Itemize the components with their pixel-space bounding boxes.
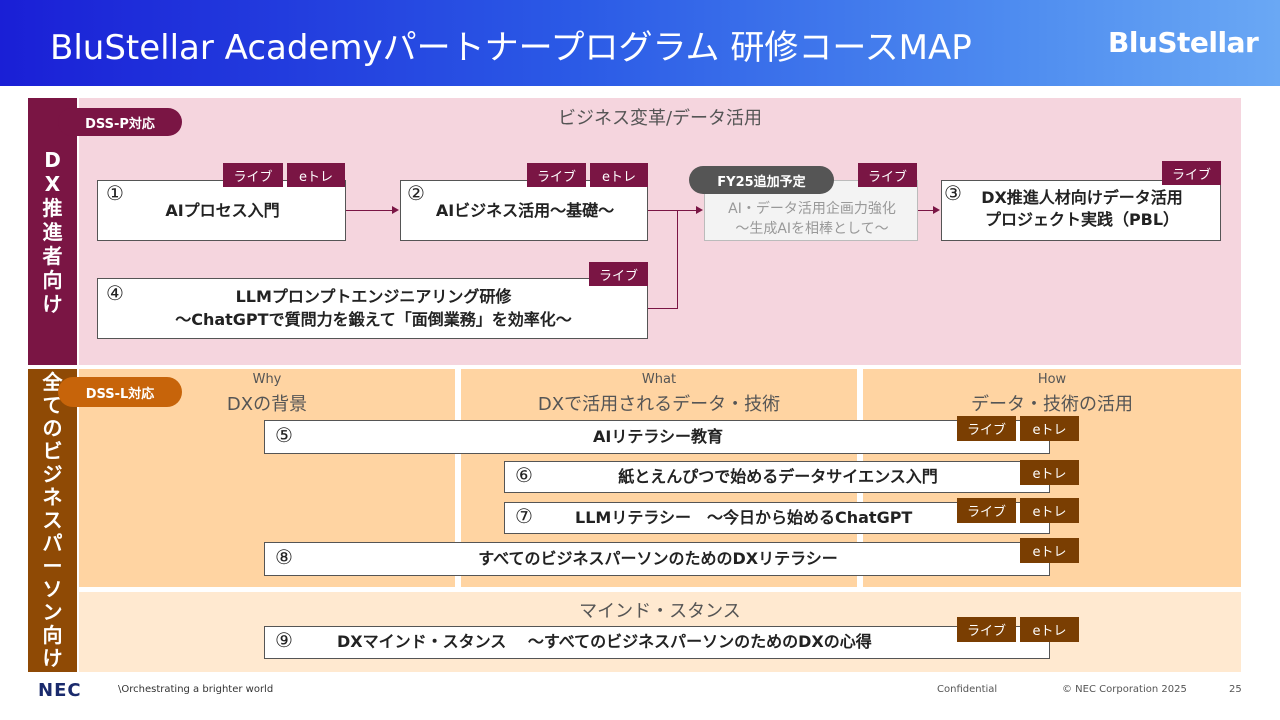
- course-title: AIビジネス活用～基礎～: [435, 201, 615, 220]
- course-title: DXマインド・スタンス ～すべてのビジネスパーソンのためのDXの心得: [337, 632, 872, 651]
- sidebar-char: ソ: [42, 577, 63, 601]
- connector-planned-3: [918, 210, 934, 211]
- course-title: LLMリテラシー ～今日から始めるChatGPT: [575, 508, 913, 527]
- sidebar-char: X: [44, 171, 61, 196]
- sidebar-char: ー: [42, 554, 63, 578]
- live-tag: ライブ: [957, 498, 1016, 523]
- course-1-box[interactable]: ① AIプロセス入門: [97, 180, 346, 241]
- section-title-business: ビジネス変革/データ活用: [557, 108, 763, 129]
- etraining-tag: eトレ: [287, 163, 345, 187]
- section-sub-why: Why: [252, 372, 282, 387]
- arrow-head: [696, 206, 703, 214]
- course-number: ⑥: [515, 463, 533, 487]
- fy25-badge: FY25追加予定: [689, 166, 834, 194]
- sidebar-char: D: [44, 147, 61, 172]
- course-4-box[interactable]: ④ LLMプロンプトエンジニアリング研修 ～ChatGPTで質問力を鍛えて「面倒…: [97, 278, 648, 339]
- nec-logo: NEC: [38, 680, 82, 701]
- live-tag: ライブ: [858, 163, 917, 187]
- live-tag: ライブ: [957, 416, 1016, 441]
- footer-tagline: \Orchestrating a brighter world: [118, 684, 274, 695]
- live-tag: ライブ: [223, 163, 283, 187]
- etraining-tag: eトレ: [1020, 460, 1079, 485]
- section-title-how: データ・技術の活用: [971, 394, 1133, 415]
- course-number: ④: [106, 281, 124, 305]
- dss-p-badge: DSS-P対応: [58, 108, 182, 136]
- course-title: すべてのビジネスパーソンのためのDXリテラシー: [478, 549, 838, 568]
- course-5-box[interactable]: ⑤ AIリテラシー教育: [264, 420, 1050, 454]
- connector-1-2: [346, 210, 392, 211]
- course-9-box[interactable]: ⑨ DXマインド・スタンス ～すべてのビジネスパーソンのためのDXの心得: [264, 626, 1050, 659]
- course-number: ⑦: [515, 504, 533, 528]
- course-title-line2: ～ChatGPTで質問力を鍛えて「面倒業務」を効率化～: [175, 310, 572, 329]
- section-sub-how: How: [1037, 372, 1067, 387]
- sidebar-char: て: [42, 393, 63, 417]
- page-title: BluStellar Academyパートナープログラム 研修コースMAP: [50, 28, 972, 68]
- course-3-box[interactable]: ③ DX推進人材向けデータ活用 プロジェクト実践（PBL）: [941, 180, 1221, 241]
- planned-course-line1: AI・データ活用企画力強化: [728, 201, 896, 217]
- course-title: AIプロセス入門: [165, 201, 280, 220]
- arrow-head: [933, 206, 940, 214]
- course-number: ③: [944, 181, 962, 205]
- etraining-tag: eトレ: [1020, 416, 1079, 441]
- course-2-box[interactable]: ② AIビジネス活用～基礎～: [400, 180, 648, 241]
- section-title-what: DXで活用されるデータ・技術: [537, 394, 781, 415]
- etraining-tag: eトレ: [590, 163, 648, 187]
- header-bar: [0, 0, 1280, 86]
- page-number: 25: [1229, 684, 1242, 695]
- course-title: 紙とえんぴつで始めるデータサイエンス入門: [618, 467, 938, 486]
- sidebar-char: パ: [42, 531, 63, 555]
- section-title-why: DXの背景: [226, 394, 308, 415]
- sidebar-char: け: [42, 291, 63, 316]
- live-tag: ライブ: [527, 163, 586, 187]
- planned-course-line2: ～生成AIを相棒として～: [735, 221, 889, 237]
- live-tag: ライブ: [1162, 161, 1221, 185]
- sidebar-char: け: [42, 646, 63, 670]
- course-title-line1: DX推進人材向けデータ活用: [981, 188, 1183, 207]
- course-8-box[interactable]: ⑧ すべてのビジネスパーソンのためのDXリテラシー: [264, 542, 1050, 576]
- course-number: ②: [407, 181, 425, 205]
- sidebar-char: ビ: [42, 439, 63, 463]
- sidebar-char: ン: [42, 600, 63, 624]
- course-title-line1: LLMプロンプトエンジニアリング研修: [235, 287, 512, 306]
- sidebar-char: 進: [42, 219, 63, 244]
- sidebar-char: 向: [42, 623, 63, 647]
- sidebar-char: の: [42, 416, 63, 440]
- copyright-label: © NEC Corporation 2025: [1062, 684, 1187, 695]
- sidebar-char: 向: [42, 267, 63, 292]
- course-number: ①: [106, 181, 124, 205]
- course-6-box[interactable]: ⑥ 紙とえんぴつで始めるデータサイエンス入門: [504, 461, 1050, 493]
- etraining-tag: eトレ: [1020, 498, 1079, 523]
- arrow-head: [392, 206, 399, 214]
- dss-l-badge: DSS-L対応: [58, 377, 182, 407]
- course-number: ⑧: [275, 545, 293, 569]
- section-sub-what: What: [641, 372, 677, 387]
- sidebar-dx-promoters: D X 推 進 者 向 け: [28, 98, 77, 365]
- etraining-tag: eトレ: [1020, 617, 1079, 642]
- sidebar-char: ネ: [42, 485, 63, 509]
- live-tag: ライブ: [957, 617, 1016, 642]
- course-number: ⑤: [275, 423, 293, 447]
- sidebar-char: 推: [42, 195, 63, 220]
- brand-logo: BluStellar: [1108, 26, 1259, 59]
- course-number: ⑨: [275, 628, 293, 652]
- connector-2-planned: [648, 210, 696, 211]
- confidential-label: Confidential: [937, 684, 998, 695]
- etraining-tag: eトレ: [1020, 538, 1079, 563]
- section-title-mind: マインド・スタンス: [579, 601, 741, 622]
- sidebar-char: ジ: [42, 462, 63, 486]
- sidebar-all-business-persons: 全 て の ビ ジ ネ ス パ ー ソ ン 向 け: [28, 369, 77, 672]
- connector-4-horizontal: [648, 308, 678, 309]
- sidebar-char: ス: [42, 508, 63, 532]
- sidebar-char: 全: [42, 370, 63, 394]
- live-tag: ライブ: [589, 262, 648, 286]
- course-title-line2: プロジェクト実践（PBL）: [984, 210, 1180, 229]
- sidebar-char: 者: [42, 243, 63, 268]
- connector-4-vertical: [677, 210, 678, 309]
- course-title: AIリテラシー教育: [592, 427, 724, 446]
